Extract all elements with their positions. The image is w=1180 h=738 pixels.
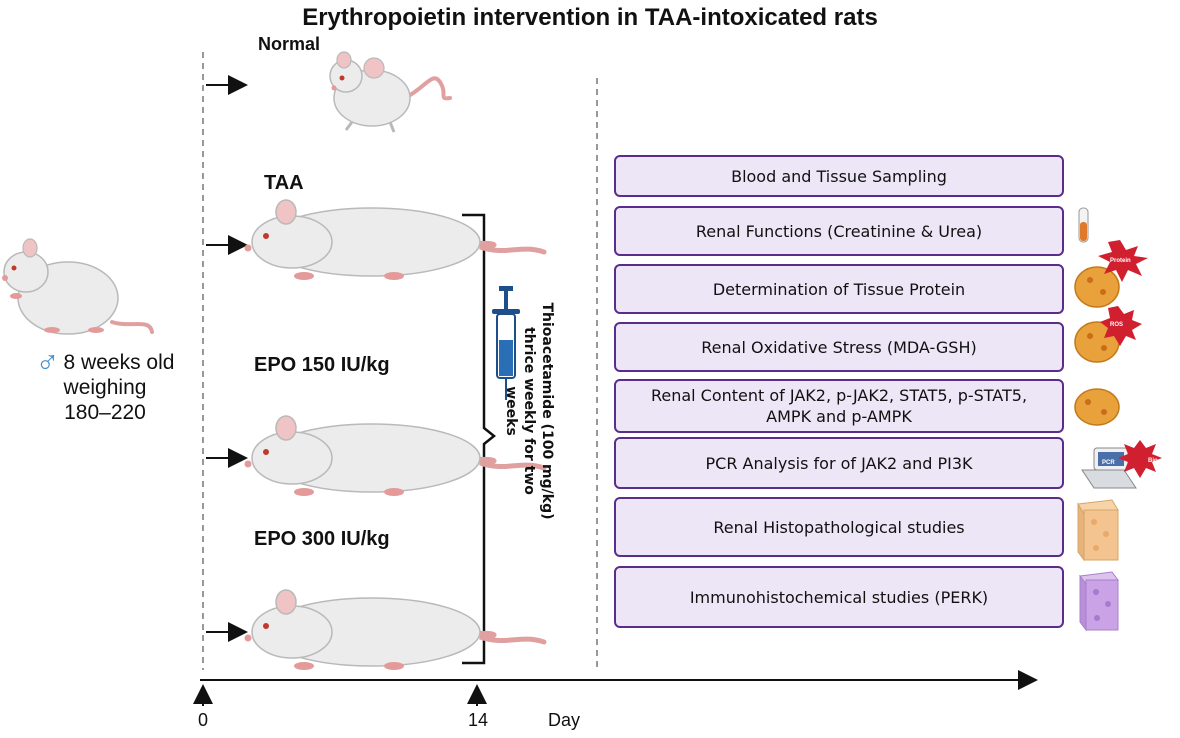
group-label-epo300: EPO 300 IU/kg [254,528,390,550]
pcr-tag: PCR [1102,460,1115,466]
epo300-rat-image [245,590,545,670]
syringe-icon [492,286,520,400]
timeline-tick-0: 0 [198,710,209,730]
blood-tube-icon [1078,207,1089,243]
kidney-tissue-icon [1074,388,1120,426]
normal-rat-image [329,51,452,133]
group-label-epo150: EPO 150 IU/kg [254,354,390,376]
animal-info: ♂8 weeks old weighing 180–220 [10,346,200,425]
measurement-box-tissue-protein: Determination of Tissue Protein [614,264,1064,314]
measurement-box-renal-functions: Renal Functions (Creatinine & Urea) [614,206,1064,256]
group-label-taa: TAA [264,172,304,194]
treatment-brace [462,213,497,665]
measurement-box-blood-sampling: Blood and Tissue Sampling [614,155,1064,197]
treatment-label-line-2: thrice weekly for two [521,327,537,495]
treatment-label-line-3: weeks [503,386,519,436]
timeline-tick-14: 14 [468,710,489,730]
measurement-box-immunohistochemistry: Immunohistochemical studies (PERK) [614,566,1064,628]
measurement-box-oxidative-stress: Renal Oxidative Stress (MDA-GSH) [614,322,1064,372]
group-label-normal: Normal [258,34,321,54]
kidney-ros-icon [1074,306,1142,363]
taa-rat-image [245,200,545,280]
bio-tag: Bio [1148,458,1158,464]
measurement-box-pcr-analysis: PCR Analysis for of JAK2 and PI3K [614,437,1064,489]
measurement-box-histopathology: Renal Histopathological studies [614,497,1064,557]
sitting-rat-image [2,238,154,335]
timeline-axis-label: Day [548,710,581,730]
measurement-box-jak2-stat5: Renal Content of JAK2, p-JAK2, STAT5, p-… [614,379,1064,433]
animal-info-line-2: weighing [63,376,147,399]
male-symbol-icon: ♂ [35,344,60,380]
diagram-title: Erythropoietin intervention in TAA-intox… [302,4,878,31]
ihc-tissue-block-icon [1079,571,1119,632]
histology-tissue-block-icon [1077,499,1119,562]
epo150-rat-image [245,416,545,496]
animal-info-line-1: 8 weeks old [63,351,175,374]
animal-info-line-3: 180–220 [64,401,146,424]
treatment-label-line-1: Thioacetamide (100 mg/kg) [539,302,555,520]
ros-tag: ROS [1110,322,1123,328]
kidney-protein-icon [1074,240,1148,308]
pcr-machine-icon [1081,440,1162,489]
protein-tag: Protein [1110,258,1131,264]
